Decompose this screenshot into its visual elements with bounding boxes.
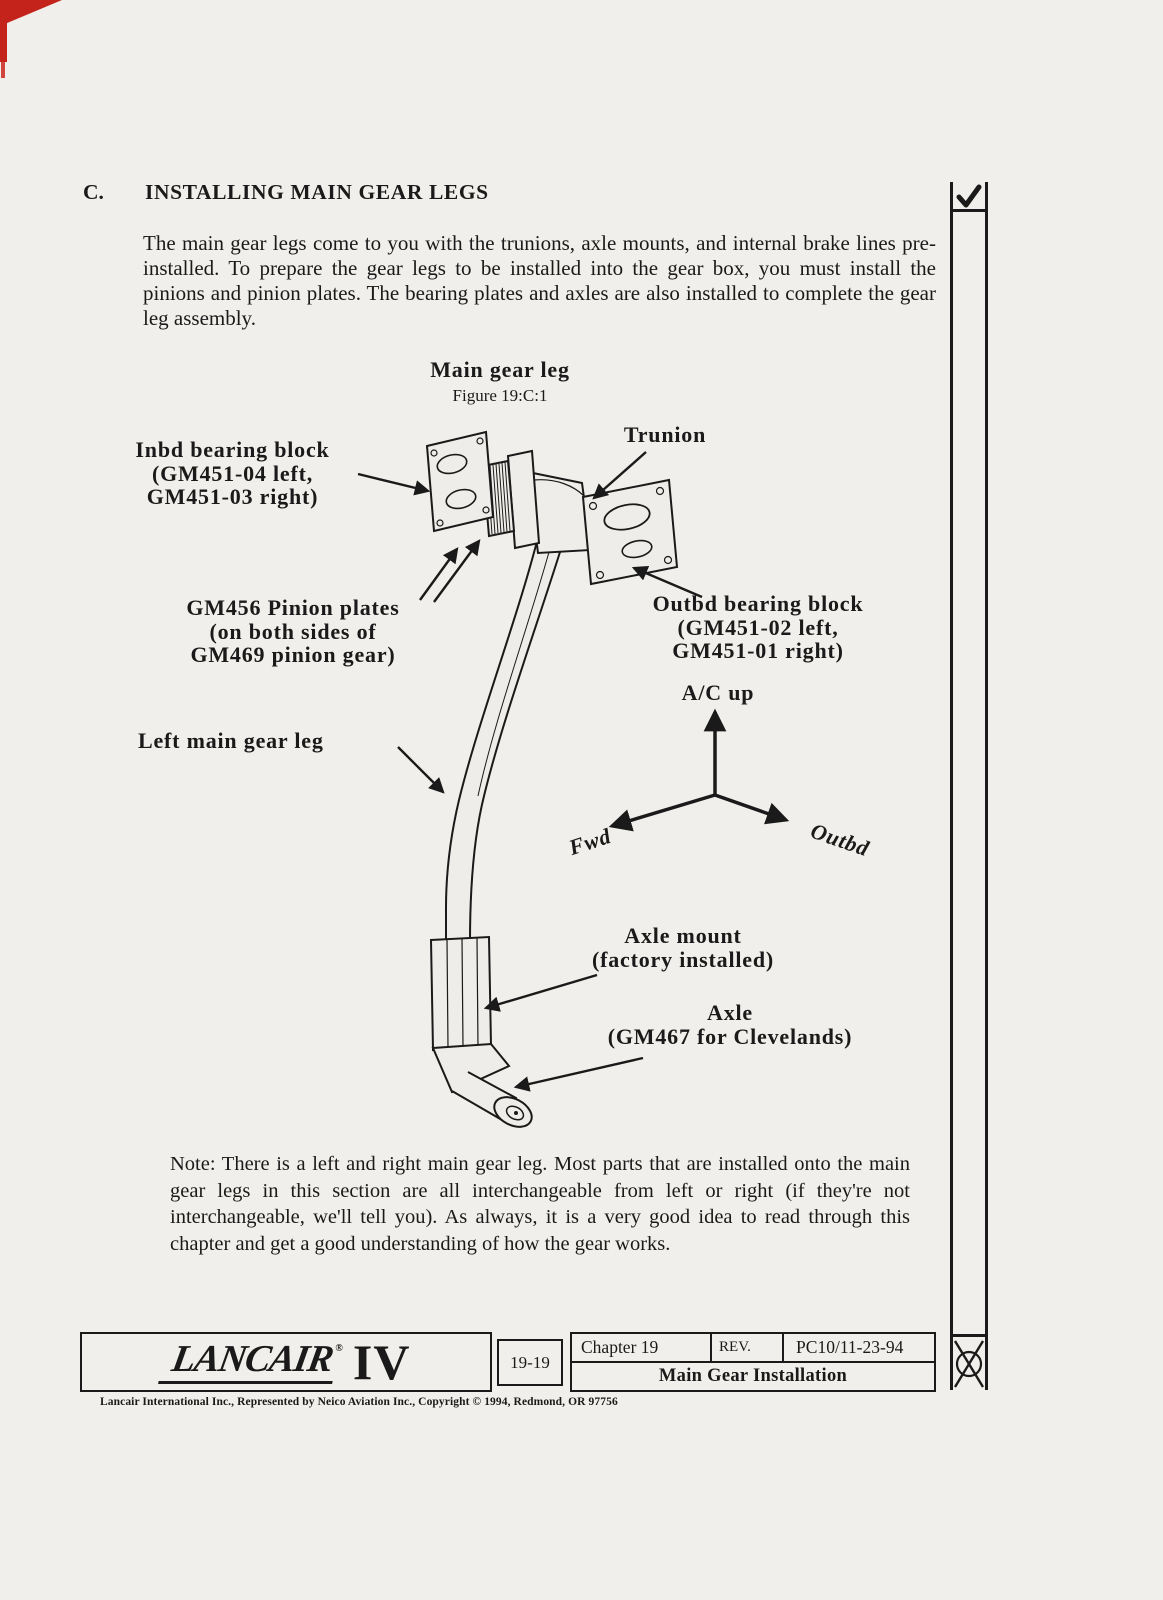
revision-strip [950,182,988,1390]
trunion-drawing [526,470,593,555]
lancair-logo: LANCAIR ® IV [80,1332,492,1392]
inbd-bearing-block-drawing [425,430,495,533]
note-paragraph: Note: There is a left and right main gea… [170,1153,910,1255]
crossed-circle-icon [953,1339,985,1388]
axis-tripod [608,708,790,832]
rev-label-cell: REV. [712,1334,785,1361]
page-number: 19-19 [510,1352,550,1372]
footer-info-table: Chapter 19 REV. PC10/11-23-94 Main Gear … [570,1332,936,1392]
section-letter: C. [83,180,104,204]
pinion-plate-drawing [506,449,541,550]
scan-artifact-corner [0,0,62,26]
logo-script-text: LANCAIR [157,1338,340,1384]
label-axle: Axle (GM467 for Clevelands) [607,1000,853,1049]
label-left-main-gear-leg: Left main gear leg [138,728,324,753]
pinion-gear-drawing [481,459,516,538]
rev-value-cell: PC10/11-23-94 [796,1337,904,1357]
label-outbd-bearing-block: Outbd bearing block (GM451-02 left, GM45… [652,591,864,663]
crossed-circle-box [953,1334,985,1390]
label-fwd: Fwd [565,823,615,861]
label-ac-up: A/C up [681,680,755,705]
gear-leg-strut [445,543,562,943]
check-mark-icon [956,184,982,207]
registered-mark: ® [335,1342,343,1354]
axle-mount-drawing [429,935,493,1052]
label-trunion: Trunion [623,422,707,447]
copyright-line: Lancair International Inc., Represented … [100,1396,618,1408]
axle-drawing [431,1042,533,1128]
footer-row-chapter: Chapter 19 REV. PC10/11-23-94 [572,1334,934,1363]
intro-paragraph: The main gear legs come to you with the … [143,231,936,330]
figure-caption: Figure 19:C:1 [452,386,548,405]
figure-title: Main gear leg [430,357,570,382]
scan-artifact-dash [1,62,5,78]
doc-title-cell: Main Gear Installation [658,1366,848,1386]
logo-numeral: IV [352,1334,411,1390]
page-number-box: 19-19 [497,1339,563,1386]
outbd-bearing-block-drawing [581,478,679,586]
label-inbd-bearing-block: Inbd bearing block (GM451-04 left, GM451… [135,437,330,509]
callout-arrows [357,451,703,1092]
label-outbd-axis: Outbd [807,817,873,862]
scan-artifact-edge [0,0,7,62]
label-axle-mount: Axle mount (factory installed) [592,923,774,972]
section-title: INSTALLING MAIN GEAR LEGS [145,180,489,204]
chapter-cell: Chapter 19 [572,1334,713,1361]
label-pinion-plates: GM456 Pinion plates (on both sides of GM… [186,595,400,667]
check-box [953,182,985,212]
